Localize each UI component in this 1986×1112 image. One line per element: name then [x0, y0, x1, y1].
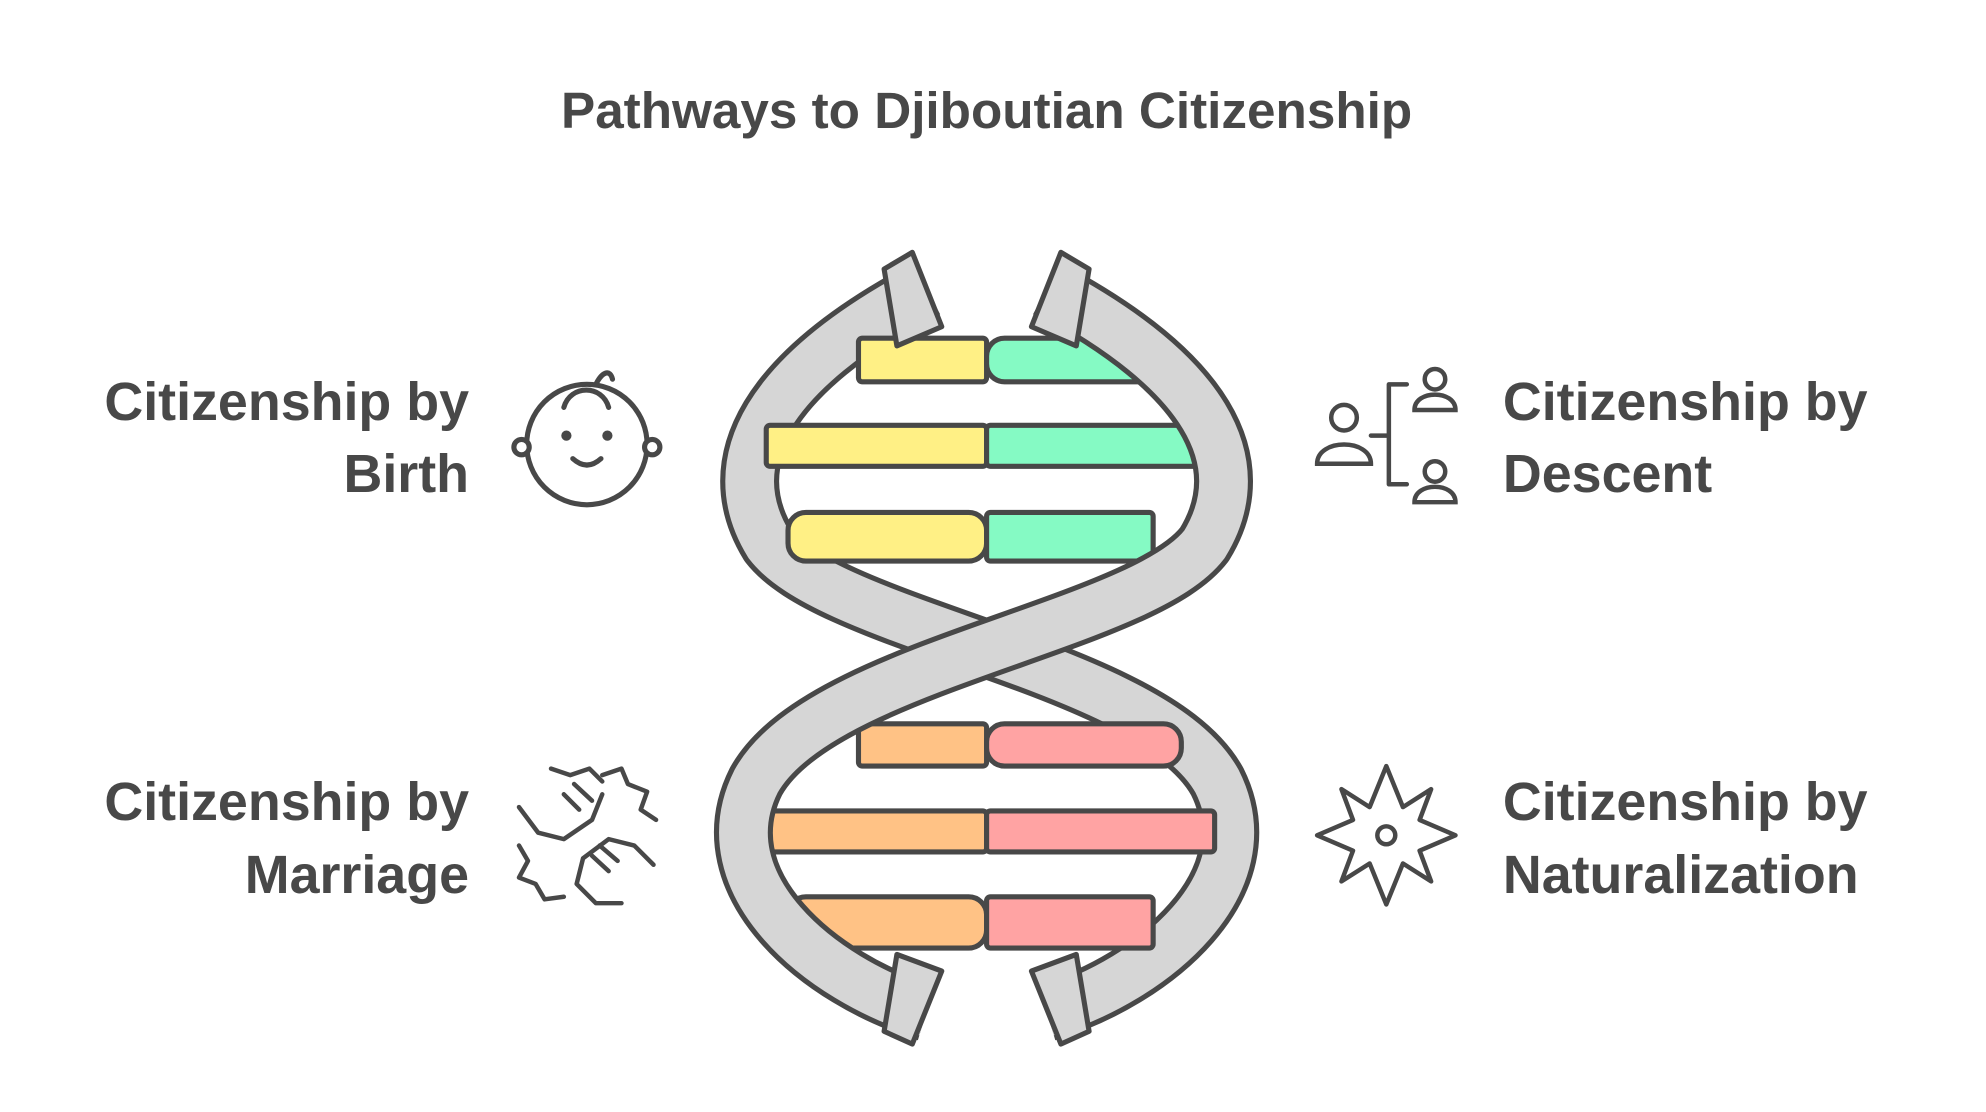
descent-label-line1: Citizenship by — [1503, 372, 1868, 432]
base-right — [984, 721, 1184, 769]
base-left — [763, 808, 990, 855]
base-left — [763, 422, 990, 469]
page-title: Pathways to Djiboutian Citizenship — [561, 82, 1412, 139]
family-tree-icon — [1314, 366, 1458, 505]
marriage-label-line1: Citizenship by — [104, 772, 469, 832]
base-right — [984, 808, 1218, 855]
base-right — [984, 509, 1156, 564]
handshake-icon — [516, 766, 659, 906]
base-pair-bar — [763, 422, 1218, 469]
ribbon-tip — [1028, 249, 1092, 349]
ribbon-tip — [1028, 951, 1092, 1047]
ribbon-tip — [881, 951, 945, 1047]
birth-label-line1: Citizenship by — [104, 372, 469, 432]
base-right — [984, 894, 1156, 951]
base-left — [855, 721, 990, 769]
naturalization-label-line1: Citizenship by — [1503, 772, 1868, 832]
naturalization-label-line2: Naturalization — [1503, 845, 1859, 905]
ribbon-tip — [881, 249, 945, 349]
base-pair-bar — [785, 509, 1156, 564]
compass-star-icon — [1314, 763, 1458, 907]
descent-label-line2: Descent — [1503, 444, 1712, 504]
base-pair-bar — [763, 808, 1218, 855]
base-left — [785, 509, 990, 564]
base-left — [855, 335, 990, 385]
ribbon-right-to-left — [714, 262, 1253, 1041]
birth-label-line2: Birth — [344, 444, 470, 504]
baby-face-icon — [511, 370, 663, 508]
marriage-label-line2: Marriage — [245, 845, 469, 905]
dna-helix — [714, 249, 1260, 1047]
base-pair-bar — [855, 721, 1184, 769]
